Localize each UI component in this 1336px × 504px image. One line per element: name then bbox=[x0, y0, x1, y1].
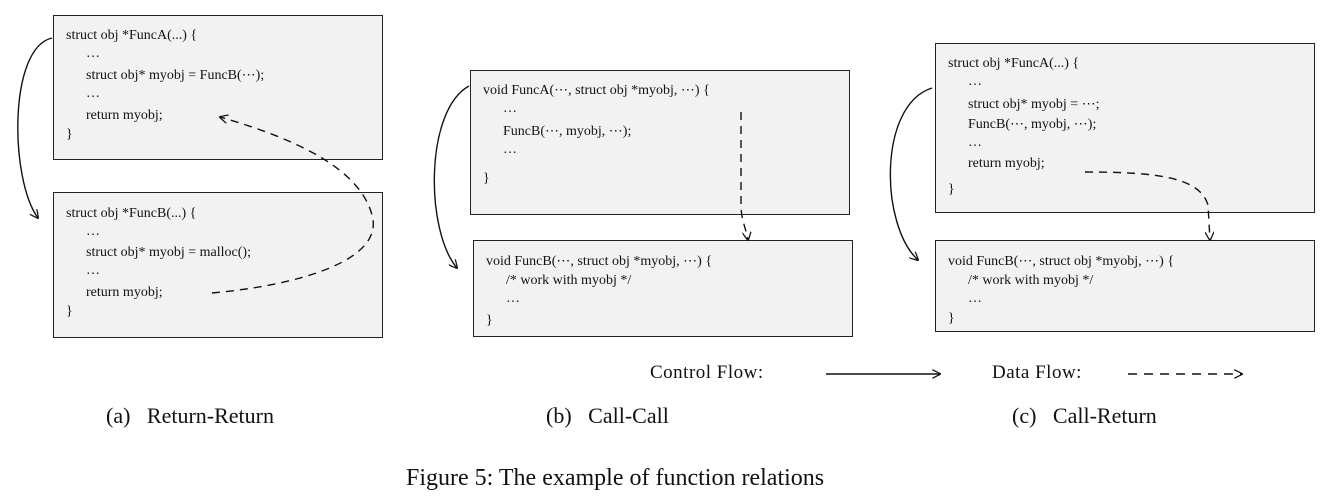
panel-c-funcB-line-1: void FuncB(⋯, struct obj *myobj, ⋯) { bbox=[948, 254, 1175, 269]
figure-caption: Figure 5: The example of function relati… bbox=[406, 465, 825, 491]
panel-a-funcA-line-2: … bbox=[86, 46, 100, 61]
panel-b-funcA-box bbox=[470, 70, 850, 215]
panel-b-funcB-line-1: void FuncB(⋯, struct obj *myobj, ⋯) { bbox=[486, 254, 713, 269]
panel-a-control-flow-arrow bbox=[17, 37, 53, 218]
panel-c-funcA-line-6: return myobj; bbox=[968, 156, 1045, 171]
panel-c-funcA-line-1: struct obj *FuncA(...) { bbox=[948, 56, 1080, 71]
legend-control-flow-label: Control Flow: bbox=[650, 362, 764, 383]
panel-a-funcB-line-4: … bbox=[86, 263, 100, 278]
panel-c-funcA-line-4: FuncB(⋯, myobj, ⋯); bbox=[968, 117, 1097, 132]
panel-a-funcA-line-1: struct obj *FuncA(...) { bbox=[66, 28, 198, 43]
panel-b-funcA-line-2: … bbox=[503, 101, 517, 116]
panel-c-funcB-line-2: /* work with myobj */ bbox=[968, 273, 1094, 288]
panel-c-funcA-line-2: … bbox=[968, 74, 982, 89]
panel-a-funcA-line-4: … bbox=[86, 86, 100, 101]
panel-b-funcB-line-3: … bbox=[506, 291, 520, 306]
panel-b-funcB-line-2: /* work with myobj */ bbox=[506, 273, 632, 288]
panel-b-funcB-line-4: } bbox=[486, 313, 493, 328]
panel-b-funcB-box bbox=[473, 240, 853, 337]
panel-a-funcB-line-5: return myobj; bbox=[86, 285, 163, 300]
panel-a-funcB-line-3: struct obj* myobj = malloc(); bbox=[86, 245, 251, 260]
panel-a-funcA-line-3: struct obj* myobj = FuncB(⋯); bbox=[86, 68, 265, 83]
panel-c-funcA-line-5: … bbox=[968, 135, 982, 150]
panel-c-funcA-line-7: } bbox=[948, 182, 955, 197]
panel-a-funcA-line-5: return myobj; bbox=[86, 108, 163, 123]
legend-data-flow-label: Data Flow: bbox=[992, 362, 1082, 383]
panel-c-funcB-line-4: } bbox=[948, 311, 955, 326]
panel-a-funcB-line-6: } bbox=[66, 304, 73, 319]
panel-c-funcB-line-3: … bbox=[968, 291, 982, 306]
panel-b-funcA-line-4: … bbox=[503, 142, 517, 157]
panel-a-label: (a) Return-Return bbox=[106, 403, 274, 428]
panel-c-control-flow-arrow bbox=[889, 87, 933, 260]
panel-b-funcA-line-5: } bbox=[483, 171, 490, 186]
panel-a-funcB-line-2: … bbox=[86, 224, 100, 239]
panel-c-funcB-box bbox=[935, 240, 1315, 332]
panel-b-control-flow-arrow bbox=[433, 85, 470, 268]
panel-c-funcA-line-3: struct obj* myobj = ⋯; bbox=[968, 97, 1100, 112]
panel-c-label: (c) Call-Return bbox=[1012, 403, 1157, 428]
panel-b-funcA-line-1: void FuncA(⋯, struct obj *myobj, ⋯) { bbox=[483, 83, 710, 98]
panel-b-funcA-line-3: FuncB(⋯, myobj, ⋯); bbox=[503, 124, 632, 139]
panel-a-funcB-line-1: struct obj *FuncB(...) { bbox=[66, 206, 197, 221]
panel-a-funcA-line-6: } bbox=[66, 127, 73, 142]
panel-b-label: (b) Call-Call bbox=[546, 403, 669, 428]
